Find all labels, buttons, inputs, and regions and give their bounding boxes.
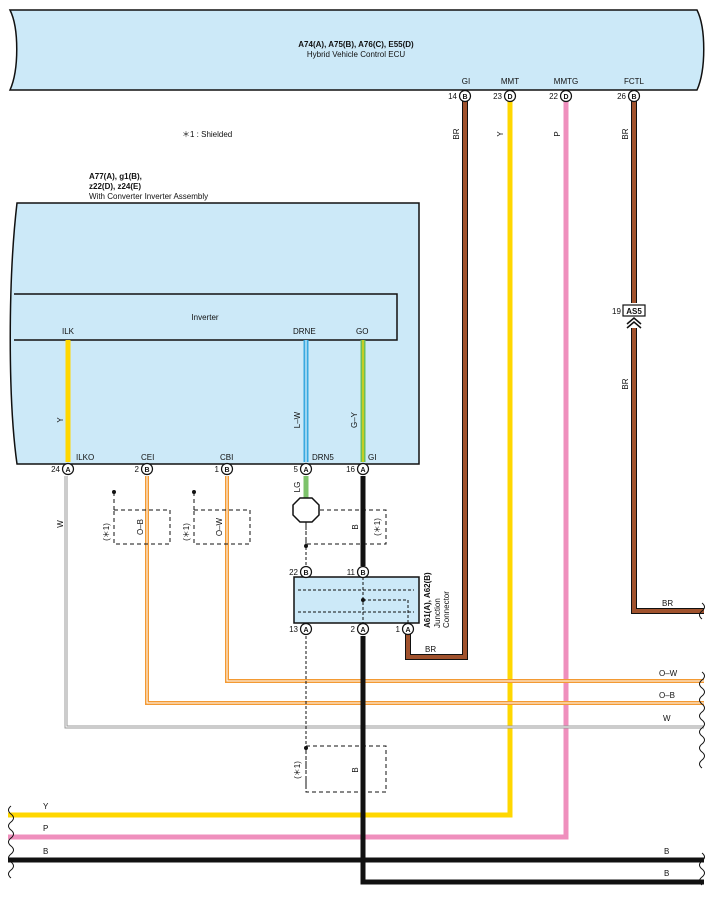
ecu-pin-conn-gi: B <box>462 94 467 101</box>
wire-label-b-left: B <box>43 847 48 856</box>
inverter-assy-name: With Converter Inverter Assembly <box>89 192 208 201</box>
inv-pin-num-drn5: 5 <box>294 465 299 474</box>
jc-pin-num-1: 1 <box>396 625 401 634</box>
jc-pin-conn-13: A <box>303 627 308 634</box>
wire-label-br-right: BR <box>662 599 673 608</box>
as5-label: AS5 <box>626 307 642 316</box>
wire-label-go-gy: G–Y <box>350 411 359 428</box>
inv-pin-name-cei: CEI <box>141 453 154 462</box>
inv-go-label: GO <box>356 327 368 336</box>
inv-pin-conn-cbi: B <box>224 467 229 474</box>
junction-codes: A61(A), A62(B) <box>423 572 432 628</box>
wire-label-mmtg-p: P <box>553 131 562 136</box>
jc-pin-num-22: 22 <box>289 568 298 577</box>
shield-label-b-upper: B <box>351 524 360 529</box>
shield-label-ob: O–B <box>136 519 145 535</box>
inv-ilk-label: ILK <box>62 327 75 336</box>
inverter-codes-line1: A77(A), g1(B), <box>89 172 142 181</box>
wire-label-ilk-y: Y <box>56 417 65 423</box>
jc-pin-num-11: 11 <box>347 568 356 577</box>
ecu-pin-num-gi: 14 <box>448 92 457 101</box>
shield-note: ＊1 : Shielded <box>182 130 232 139</box>
inv-pin-conn-gi: A <box>360 467 365 474</box>
inverter-assembly: A77(A), g1(B), z22(D), z24(E) With Conve… <box>9 172 420 465</box>
inv-pin-conn-ilko: A <box>65 467 70 474</box>
junction-line2: Junction <box>433 598 442 628</box>
ecu-pin-num-mmtg: 22 <box>549 92 558 101</box>
inv-pin-num-ilko: 24 <box>51 465 60 474</box>
ecu-pin-conn-fctl: B <box>631 94 636 101</box>
wire-break-marks <box>8 602 705 886</box>
wire-label-fctl-br: BR <box>621 128 630 139</box>
inv-pin-num-cbi: 1 <box>215 465 220 474</box>
wire-label-y: Y <box>43 802 49 811</box>
inv-pin-name-cbi: CBI <box>220 453 233 462</box>
jc-pin-conn-11: B <box>360 570 365 577</box>
pin-markers <box>61 89 641 636</box>
jc-pin-num-13: 13 <box>289 625 298 634</box>
shield-label-ow-s1: (＊1) <box>182 523 191 541</box>
ecu-pin-name-mmtg: MMTG <box>554 77 578 86</box>
jc-pin-conn-1: A <box>405 627 410 634</box>
junction-connector: A61(A), A62(B) Junction Connector <box>293 572 451 628</box>
inv-pin-name-drn5: DRN5 <box>312 453 334 462</box>
ecu-name: Hybrid Vehicle Control ECU <box>307 50 405 59</box>
ecu-pin-name-mmt: MMT <box>501 77 519 86</box>
wire-label-w-vertical: W <box>56 520 65 528</box>
jc-pin-conn-2: A <box>360 627 365 634</box>
wire-label-lg: LG <box>293 482 302 493</box>
jc-pin-num-2: 2 <box>351 625 356 634</box>
inv-pin-num-gi: 16 <box>346 465 355 474</box>
inv-pin-name-gi: GI <box>368 453 376 462</box>
inv-pin-conn-cei: B <box>144 467 149 474</box>
shield-label-ob-s1: (＊1) <box>102 523 111 541</box>
wire-label-ow: O–W <box>659 669 678 678</box>
inv-pin-name-ilko: ILKO <box>76 453 94 462</box>
shield-label-s1-lower: (＊1) <box>293 761 302 779</box>
ground-point <box>292 497 320 523</box>
ecu-pin-name-gi: GI <box>462 77 470 86</box>
wire-label-ob: O–B <box>659 691 675 700</box>
shield-label-s1-upper: (＊1) <box>373 518 382 536</box>
wire-label-br-loop: BR <box>425 645 436 654</box>
wire-label-b-right1: B <box>664 847 669 856</box>
inv-drne-label: DRNE <box>293 327 316 336</box>
inverter-codes-line2: z22(D), z24(E) <box>89 182 141 191</box>
ecu-pin-name-fctl: FCTL <box>624 77 645 86</box>
ecu-pin-num-mmt: 23 <box>493 92 502 101</box>
as5-num: 19 <box>612 307 621 316</box>
ecu-codes: A74(A), A75(B), A76(C), E55(D) <box>298 40 414 49</box>
wire-label-as5-br: BR <box>621 378 630 389</box>
hv-control-ecu: A74(A), A75(B), A76(C), E55(D) Hybrid Ve… <box>8 9 705 91</box>
inv-pin-num-cei: 2 <box>135 465 140 474</box>
shield-label-b-lower: B <box>351 767 360 772</box>
inverter-label: Inverter <box>191 313 218 322</box>
jc-pin-conn-22: B <box>303 570 308 577</box>
as5-connector: AS5 19 <box>612 304 646 329</box>
wire-label-drne-lw: L–W <box>293 411 302 428</box>
junction-line3: Connector <box>442 591 451 628</box>
wire-label-mmt-y: Y <box>496 131 505 137</box>
wire-label-b-right2: B <box>664 869 669 878</box>
wires <box>8 97 704 885</box>
shield-label-ow: O–W <box>215 517 224 536</box>
ecu-pin-num-fctl: 26 <box>617 92 626 101</box>
shield-boxes <box>113 492 387 793</box>
ecu-pin-conn-mmt: D <box>507 94 512 101</box>
wire-label-p: P <box>43 824 48 833</box>
wire-label-gi-br: BR <box>452 128 461 139</box>
inv-pin-conn-drn5: A <box>303 467 308 474</box>
ecu-pin-conn-mmtg: D <box>563 94 568 101</box>
wire-label-w: W <box>663 714 671 723</box>
